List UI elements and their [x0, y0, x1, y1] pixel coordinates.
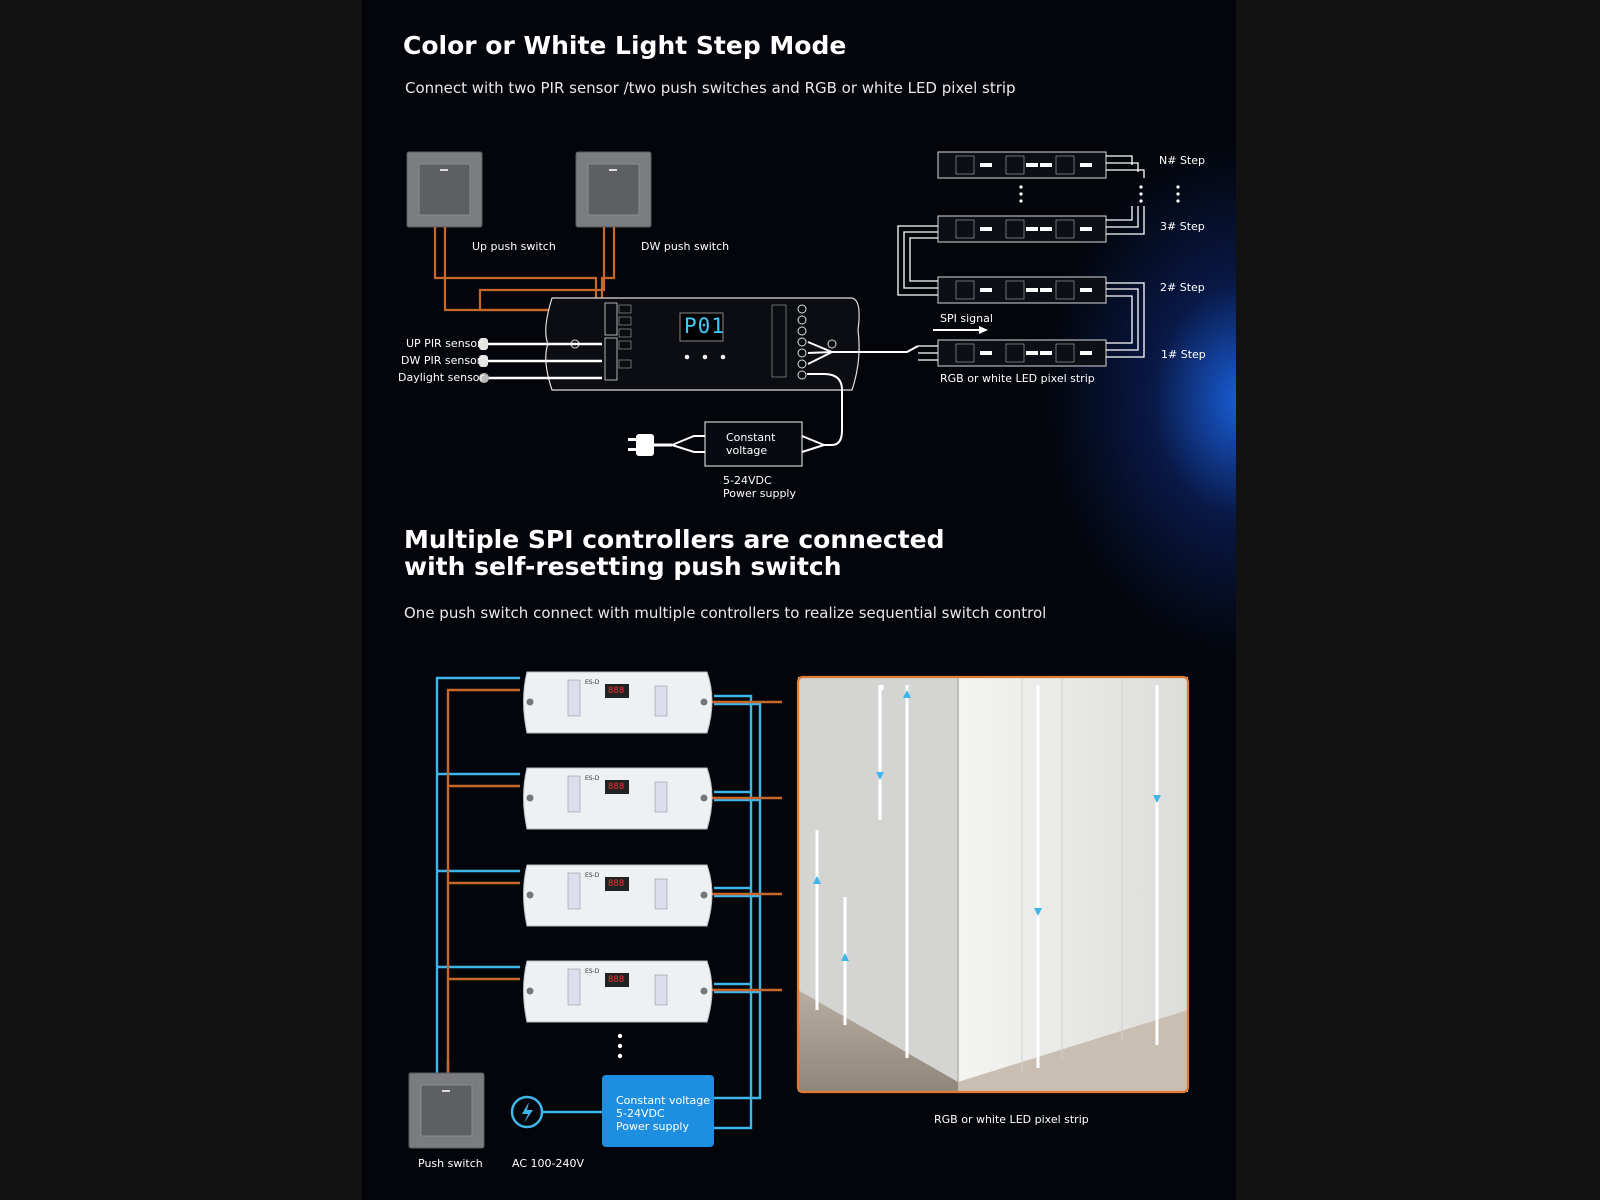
controller-brand: ES-D	[585, 872, 600, 879]
led-strip-2	[937, 276, 1107, 304]
controller-unit	[523, 767, 713, 830]
controller-1	[545, 297, 860, 391]
controller-unit	[523, 960, 713, 1023]
dw-push-switch-label: DW push switch	[641, 240, 730, 253]
pir-sensor-icon	[479, 355, 488, 367]
step-label: 2# Step	[1160, 281, 1205, 294]
led-strips	[937, 151, 1107, 367]
ellipsis-dots	[1019, 185, 1180, 203]
up-push-switch-icon	[406, 151, 483, 228]
power-plug-icon	[628, 434, 672, 456]
controller-display: 888	[608, 975, 625, 985]
push-switch-label: Push switch	[418, 1157, 483, 1170]
controller-unit	[523, 671, 713, 734]
power-supply-box	[704, 421, 803, 467]
ac-label: AC 100-240V	[512, 1157, 584, 1170]
power-wires	[671, 373, 843, 453]
photo-strip-label: RGB or white LED pixel strip	[934, 1113, 1089, 1126]
controller-display: 888	[608, 686, 625, 696]
strip-wires	[897, 155, 1145, 361]
led-strip-3	[937, 215, 1107, 243]
controller-display: 888	[608, 782, 625, 792]
up-pir-label: UP PIR sensor	[406, 337, 482, 350]
led-strip-1	[937, 339, 1107, 367]
spi-signal-label: SPI signal	[940, 312, 993, 325]
ac-power-icon	[510, 1095, 602, 1129]
constant-voltage-psu	[602, 1075, 714, 1147]
sensor-wires	[486, 342, 602, 380]
constant-voltage-label: Constant voltage	[726, 431, 776, 457]
controller-brand: ES-D	[585, 968, 600, 975]
controller-display: 888	[608, 879, 625, 889]
step-label: 1# Step	[1161, 348, 1206, 361]
power-supply-label: 5-24VDC Power supply	[723, 474, 796, 500]
controller-unit	[523, 864, 713, 927]
push-switch-icon	[408, 1072, 485, 1149]
dw-pir-label: DW PIR sensor	[401, 354, 482, 367]
controller-brand: ES-D	[585, 775, 600, 782]
section2-title-line2: with self-resetting push switch	[404, 552, 842, 581]
section2-title-line1: Multiple SPI controllers are connected	[404, 525, 945, 554]
led-strip-n	[937, 151, 1107, 179]
section1-subtitle: Connect with two PIR sensor /two push sw…	[405, 79, 1016, 97]
step-label: 3# Step	[1160, 220, 1205, 233]
dw-push-switch-icon	[575, 151, 652, 228]
diagram-panel: Color or White Light Step Mode Connect w…	[362, 0, 1236, 1200]
wiring-diagram-graphics	[406, 151, 1190, 1149]
led-strip-photo	[796, 675, 1190, 1094]
section1-title: Color or White Light Step Mode	[403, 31, 847, 60]
controller-display: P01	[684, 314, 725, 338]
daylight-sensor-icon	[479, 373, 489, 383]
daylight-sensor-label: Daylight sensor	[398, 371, 485, 384]
controllers-ellipsis	[617, 1033, 623, 1059]
pir-sensor-icon	[479, 338, 488, 350]
controller-units	[523, 671, 713, 1023]
constant-voltage-psu-label: Constant voltage 5-24VDC Power supply	[616, 1094, 711, 1133]
section2-subtitle: One push switch connect with multiple co…	[404, 604, 1047, 622]
strip-label: RGB or white LED pixel strip	[940, 372, 1095, 385]
spi-wires	[807, 326, 988, 365]
up-push-switch-label: Up push switch	[472, 240, 556, 253]
step-label: N# Step	[1159, 154, 1205, 167]
controller-brand: ES-D	[585, 679, 600, 686]
